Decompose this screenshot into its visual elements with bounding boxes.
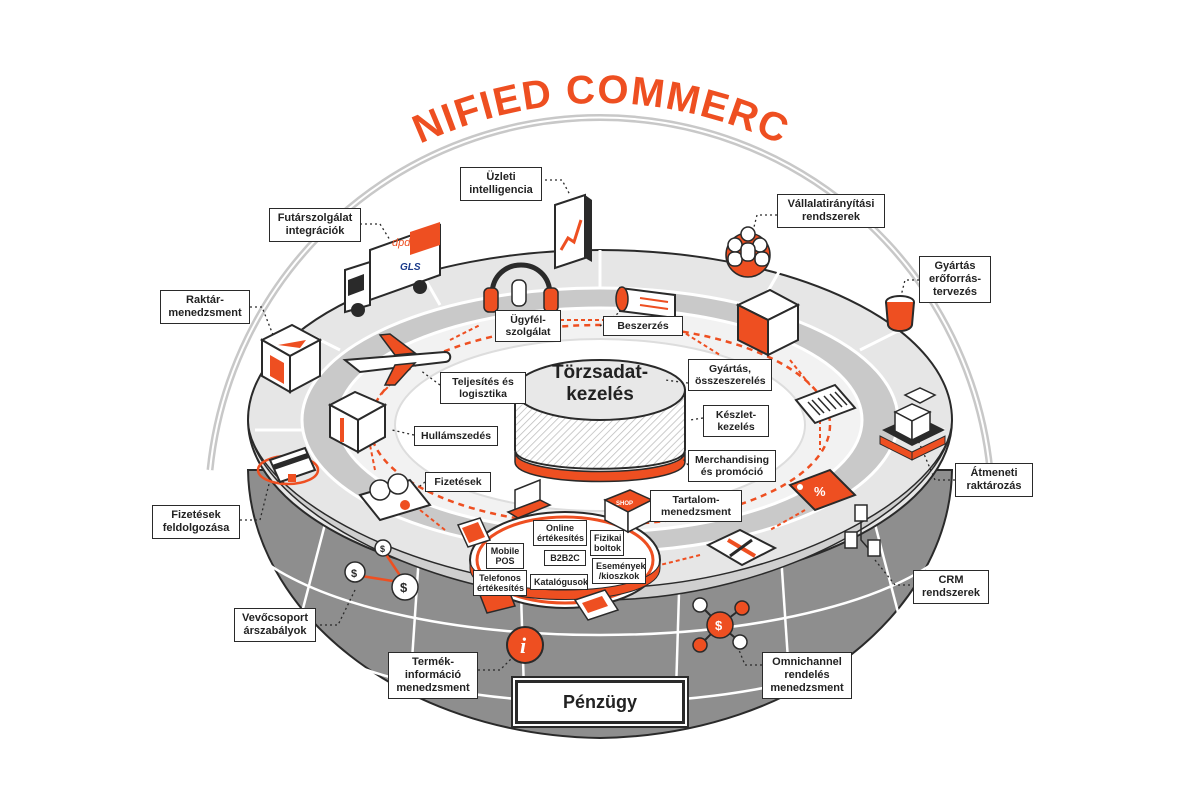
label-content: Tartalom- menedzsment xyxy=(650,490,742,522)
chart-document-icon xyxy=(554,193,592,270)
delivery-truck-icon: dpd GLS xyxy=(344,222,441,317)
central-database xyxy=(514,359,686,483)
production-cup-icon xyxy=(885,295,915,332)
pallet-boxes-icon xyxy=(879,387,946,461)
label-oms: Omnichannel rendelés menedzsment xyxy=(762,652,852,699)
label-customer-service: Ügyfél- szolgálat xyxy=(495,310,561,342)
picking-box-icon xyxy=(327,390,388,454)
catalog-icon xyxy=(573,589,620,621)
label-payments: Fizetések xyxy=(425,472,491,492)
svg-text:$: $ xyxy=(351,568,357,580)
label-wave-picking: Hullámszedés xyxy=(414,426,498,446)
label-cross-docking: Átmeneti raktározás xyxy=(955,463,1033,497)
dpd-logo: dpd xyxy=(392,237,411,249)
tools-icon xyxy=(705,528,778,567)
price-tag-icon: % xyxy=(788,468,857,512)
shop-sign: SHOP xyxy=(616,501,633,507)
network-dollar-icon: $ xyxy=(692,597,750,653)
label-courier: Futárszolgálat integrációk xyxy=(269,208,361,242)
label-pim: Termék- információ menedzsment xyxy=(388,652,478,699)
laptop-icon xyxy=(506,478,552,519)
dollar-coins-icon: $ $ $ xyxy=(344,539,419,601)
svg-text:i: i xyxy=(520,633,527,658)
label-crm: CRM rendszerek xyxy=(913,570,989,604)
people-gear-icon xyxy=(725,226,771,278)
svg-text:$: $ xyxy=(380,544,385,554)
label-physical-stores: Fizikai boltok xyxy=(590,530,624,556)
percent-sign: % xyxy=(814,484,826,499)
label-procurement: Beszerzés xyxy=(603,316,683,336)
label-production-planning: Gyártás erőforrás- tervezés xyxy=(919,256,991,303)
label-payment-processing: Fizetések feldolgozása xyxy=(152,505,240,539)
gls-logo: GLS xyxy=(400,262,421,273)
label-erp: Vállalatirányítási rendszerek xyxy=(777,194,885,228)
label-merchandising: Merchandising és promóció xyxy=(688,450,776,482)
platform-rim xyxy=(247,419,953,601)
label-fulfillment: Teljesítés és logisztika xyxy=(440,372,526,404)
manufacturing-box-icon xyxy=(735,288,801,357)
main-title: UNIFIED COMMERCE xyxy=(0,17,1200,153)
finance-label: Pénzügy xyxy=(513,678,687,726)
label-b2b2c: B2B2C xyxy=(544,550,586,566)
label-events: Események /kioszkok xyxy=(592,558,646,584)
headset-icon xyxy=(483,262,559,313)
airplane-icon xyxy=(342,333,452,386)
label-manufacturing: Gyártás, összeszerelés xyxy=(688,359,772,391)
svg-text:$: $ xyxy=(400,580,408,595)
label-catalogs: Katalógusok xyxy=(530,574,588,590)
card-payment-icon xyxy=(256,446,320,486)
label-online: Online értékesítés xyxy=(533,520,587,546)
svg-text:$: $ xyxy=(715,618,723,633)
label-inventory: Készlet- kezelés xyxy=(703,405,769,437)
label-mobile-pos: Mobile POS xyxy=(486,543,524,569)
info-icon: i xyxy=(506,626,544,664)
currency-card-icon xyxy=(358,473,432,522)
crm-blocks-icon xyxy=(844,504,881,557)
label-business-intelligence: Üzleti intelligencia xyxy=(460,167,542,201)
barcode-icon xyxy=(794,383,857,425)
label-customer-pricing: Vevőcsoport árszabályok xyxy=(234,608,316,642)
label-warehouse: Raktár- menedzsment xyxy=(160,290,250,324)
master-data-label: Törzsadat- kezelés xyxy=(551,362,649,405)
mobile-phone-icon xyxy=(456,517,492,548)
warehouse-icon xyxy=(259,323,323,394)
label-phone-sales: Telefonos értékesítés xyxy=(473,570,527,596)
